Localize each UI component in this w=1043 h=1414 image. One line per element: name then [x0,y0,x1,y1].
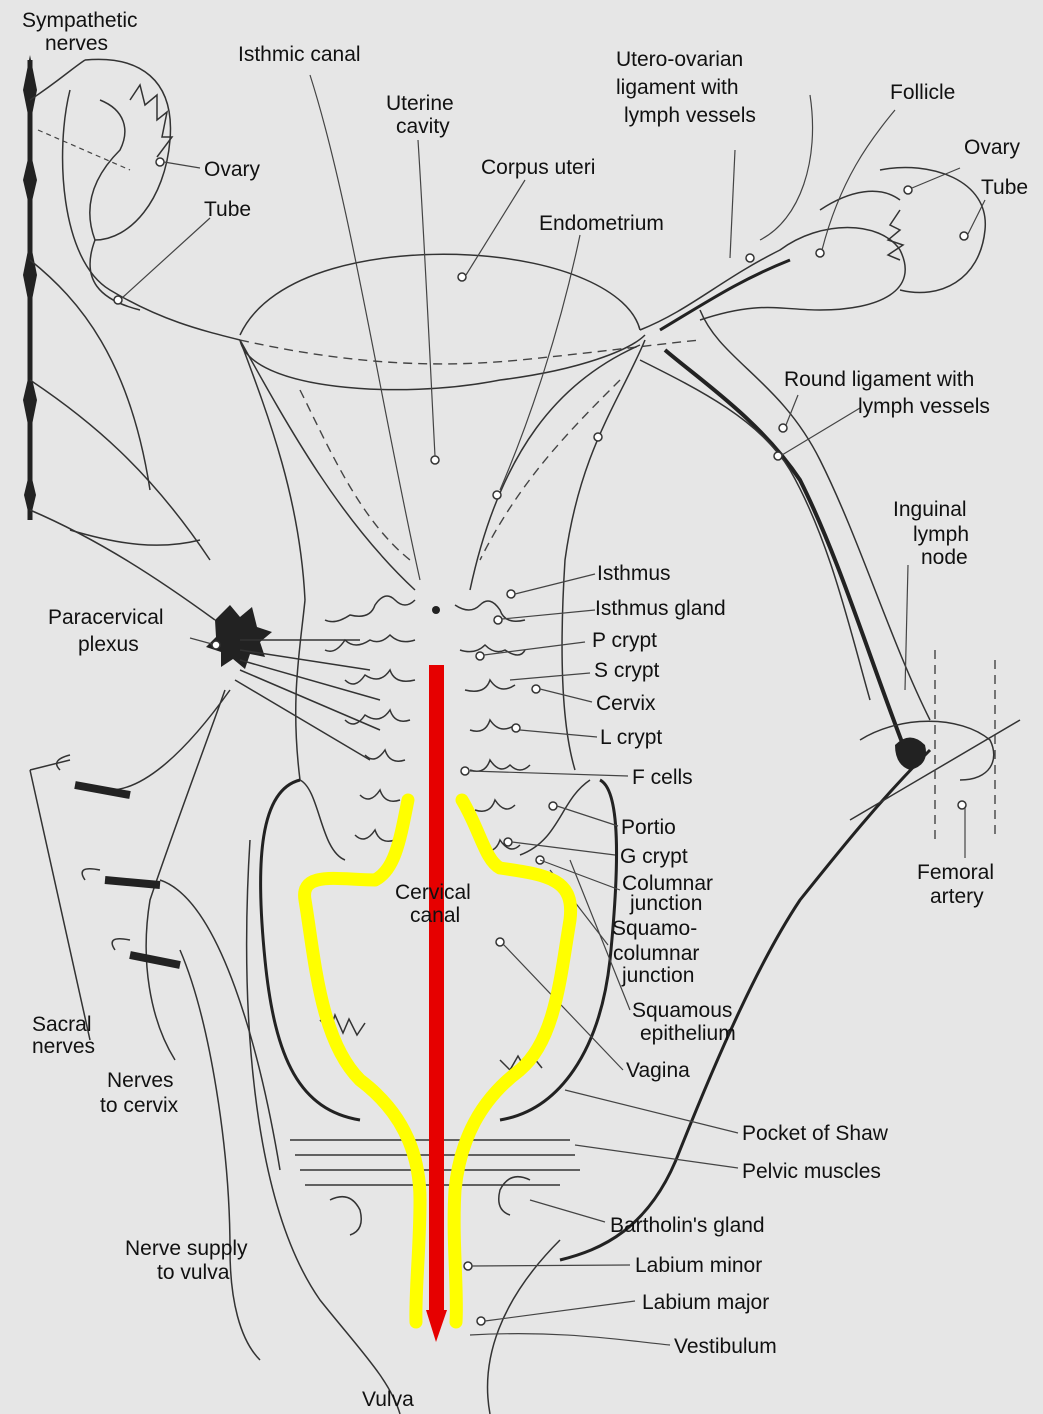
label-tube-right: Tube [981,176,1028,199]
label-sacral-nerves: Sacral nerves [32,1013,97,1058]
label-ovary-right: Ovary [964,136,1021,159]
label-f-cells: F cells [632,766,693,789]
label-isthmus-gland: Isthmus gland [595,597,726,620]
label-vulva: Vulva [362,1388,414,1411]
label-l-crypt: L crypt [600,726,662,749]
cervix-crypts [325,596,530,851]
sympathetic-chain [23,55,215,620]
label-endometrium: Endometrium [539,212,664,235]
label-tube-left: Tube [204,198,251,221]
label-pelvic-muscles: Pelvic muscles [742,1160,881,1183]
marker-dots [114,158,968,1325]
label-vagina: Vagina [626,1059,690,1082]
label-s-crypt: S crypt [594,659,660,682]
label-g-crypt: G crypt [620,845,688,868]
label-p-crypt: P crypt [592,629,657,652]
label-bartholins-gland: Bartholin's gland [610,1214,765,1237]
label-ovary-left: Ovary [204,158,261,181]
label-utero-ovarian-ligament: Utero-ovarian ligament with lymph vessel… [616,48,756,127]
red-arrow [426,665,447,1342]
label-vestibulum: Vestibulum [674,1335,777,1358]
label-labium-major: Labium major [642,1291,769,1314]
paracervical-plexus-ganglion [206,605,272,669]
label-corpus-uteri: Corpus uteri [481,156,595,179]
label-isthmus: Isthmus [597,562,671,585]
label-cervical-canal: Cervical canal [395,881,477,927]
label-portio: Portio [621,816,676,839]
label-uterine-cavity: Uterine cavity [386,92,460,138]
label-squamous-epithelium: Squamous epithelium [632,999,738,1045]
label-pocket-of-shaw: Pocket of Shaw [742,1122,889,1145]
label-round-ligament: Round ligament with lymph vessels [784,368,990,418]
label-labium-minor: Labium minor [635,1254,762,1277]
label-nerves-to-cervix: Nerves to cervix [100,1069,179,1117]
label-squamo-columnar-junction: Squamo- columnar junction [612,917,705,987]
label-follicle: Follicle [890,81,955,104]
labels: Sympathetic nerves Isthmic canal Uterine… [22,9,1028,1411]
label-paracervical-plexus: Paracervical plexus [48,606,169,656]
label-columnar-junction: Columnar junction [622,872,719,915]
label-isthmic-canal: Isthmic canal [238,43,361,66]
label-cervix: Cervix [596,692,656,715]
label-inguinal-lymph-node: Inguinal lymph node [893,498,975,569]
label-femoral-artery: Femoral artery [917,861,1000,908]
label-sympathetic-nerves: Sympathetic nerves [22,9,143,55]
label-nerve-supply-to-vulva: Nerve supply to vulva [125,1237,253,1284]
